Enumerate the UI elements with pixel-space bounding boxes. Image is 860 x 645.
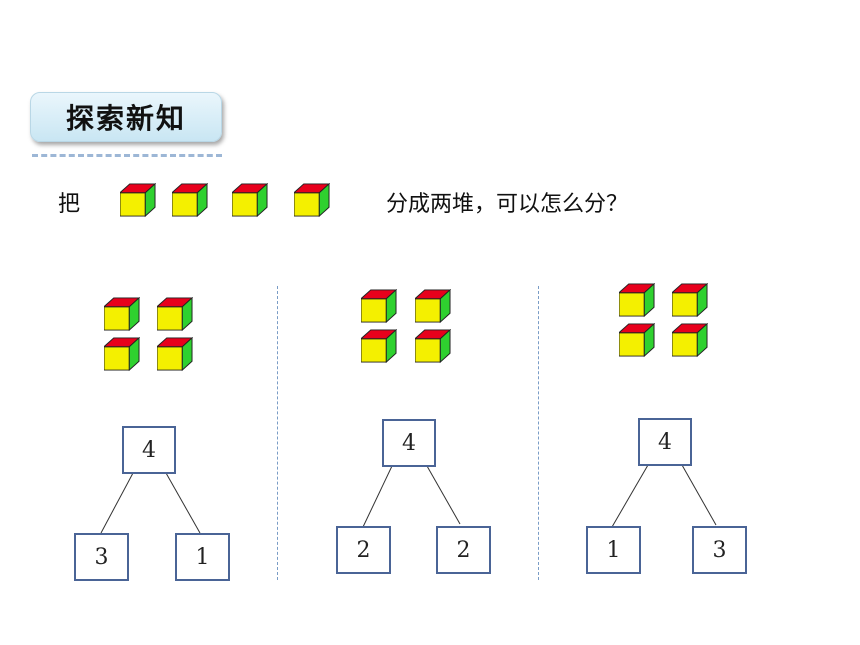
total-box: 4 [638,418,692,466]
part-box-right: 3 [692,526,747,574]
column-divider [277,286,278,580]
part-box-left: 2 [336,526,391,574]
part-box-right: 1 [175,533,230,581]
column-divider [538,286,539,580]
total-box: 4 [382,419,436,467]
section-title-badge: 探索新知 [30,92,222,142]
section-title: 探索新知 [65,102,186,135]
part-box-right: 2 [436,526,491,574]
part-box-left: 1 [586,526,641,574]
title-underline [32,154,222,157]
intro-prefix: 把 [58,192,81,217]
intro-question: 分成两堆，可以怎么分？ [386,192,629,217]
part-box-left: 3 [74,533,129,581]
total-box: 4 [122,426,176,474]
